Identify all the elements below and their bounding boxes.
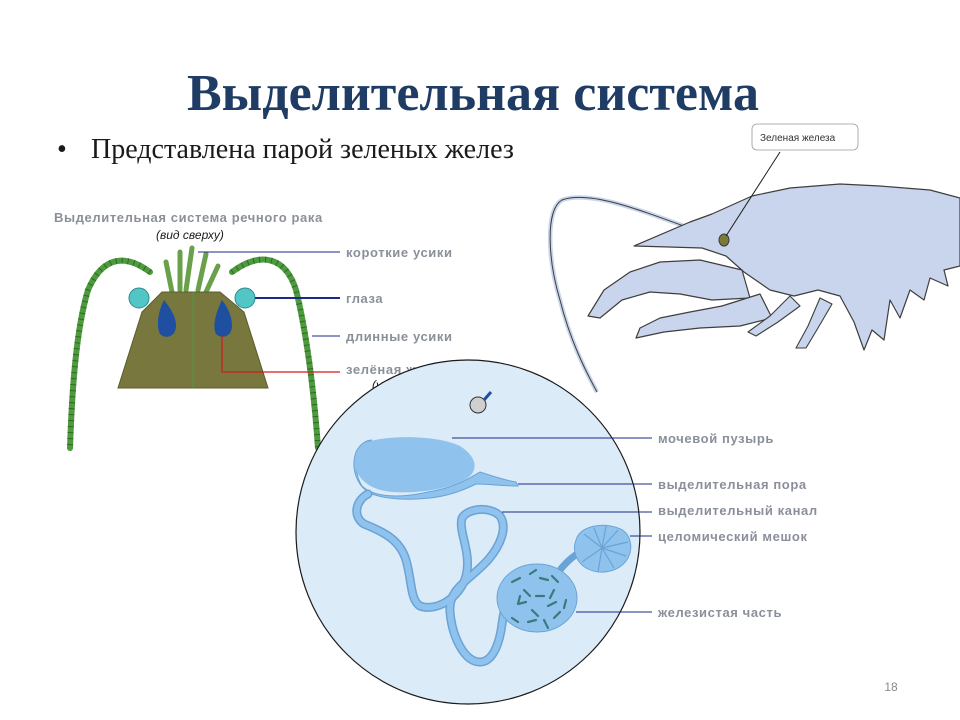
crayfish-walking-legs — [747, 295, 833, 349]
crayfish-body — [633, 183, 960, 351]
glandular-part-label: железистая часть — [657, 605, 782, 620]
green-gland-left — [157, 300, 176, 337]
eye-right-icon — [234, 287, 256, 309]
bladder-body — [355, 437, 475, 493]
excretory-canal-inner — [353, 491, 513, 665]
bullet-point: • Представлена парой зеленых желез — [57, 133, 514, 167]
green-gland-callout-box — [751, 123, 859, 151]
coelomic-sac-label: целомический мешок — [658, 529, 808, 544]
magnifier-icon — [469, 396, 487, 414]
crayfish-claw-upper — [587, 259, 751, 319]
crayfish-silhouette: Зеленая железа — [547, 123, 960, 394]
glandular-part — [496, 563, 578, 633]
bullet-dot-icon: • — [57, 134, 67, 165]
green-gland-callout: Зеленая железа — [760, 133, 836, 144]
bladder-organ — [353, 439, 519, 500]
crayfish-claw-lower — [635, 293, 773, 339]
long-antennae-label: длинные усики — [346, 329, 453, 344]
bullet-text: Представлена парой зеленых желез — [91, 134, 514, 165]
long-antenna-right — [229, 256, 321, 451]
head-diagram: Выделительная система речного рака (вид … — [54, 210, 468, 451]
green-gland-leader — [725, 151, 781, 237]
crayfish-long-antenna-outline — [549, 196, 701, 393]
head-diagram-subtitle: (вид сверху) — [156, 228, 224, 242]
head-diagram-title: Выделительная система речного рака — [54, 210, 323, 225]
bladder-label: мочевой пузырь — [658, 431, 774, 446]
magnifier-handle — [482, 391, 493, 401]
green-gland-dot — [718, 233, 730, 247]
canal-label: выделительный канал — [658, 503, 818, 518]
short-antennae — [163, 245, 221, 295]
glandular-texture — [510, 568, 568, 630]
coelomic-sac-ridges — [581, 525, 629, 573]
green-gland-right — [214, 300, 232, 337]
page-number: 18 — [884, 680, 898, 694]
eyes-label: глаза — [346, 291, 383, 306]
short-antennae-label: короткие усики — [346, 245, 453, 260]
eye-left-icon — [128, 287, 150, 309]
green-gland-red-leader — [221, 336, 340, 373]
pore-label: выделительная пора — [658, 477, 807, 492]
slide-title: Выделительная система — [187, 65, 759, 122]
long-antenna-left-segments — [67, 257, 152, 449]
gland-diagram: мочевой пузырь выделительная пора выдели… — [295, 359, 818, 705]
